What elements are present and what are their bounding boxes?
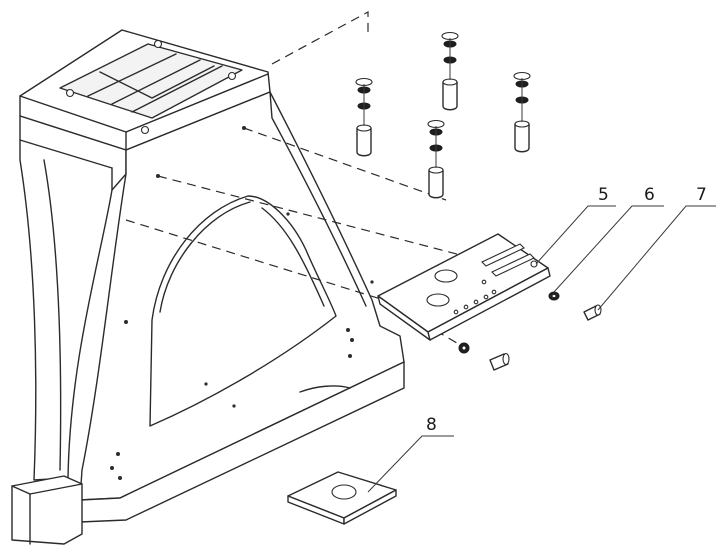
bolt-3 (513, 71, 531, 153)
mounting-plate (377, 233, 551, 341)
callout-6: 6 (644, 185, 655, 205)
bolt-2 (441, 31, 459, 111)
washer-and-screw-right (548, 291, 602, 321)
square-pad (287, 471, 397, 525)
bolt-4 (427, 119, 445, 199)
bolt-set-upper (355, 31, 531, 199)
callout-leaders (367, 205, 716, 493)
washer-and-screw-left (458, 342, 510, 371)
callout-5: 5 (598, 185, 609, 205)
callout-7: 7 (696, 185, 707, 205)
base-frame (11, 29, 405, 545)
bolt-1 (355, 77, 373, 157)
callout-8: 8 (426, 415, 437, 435)
